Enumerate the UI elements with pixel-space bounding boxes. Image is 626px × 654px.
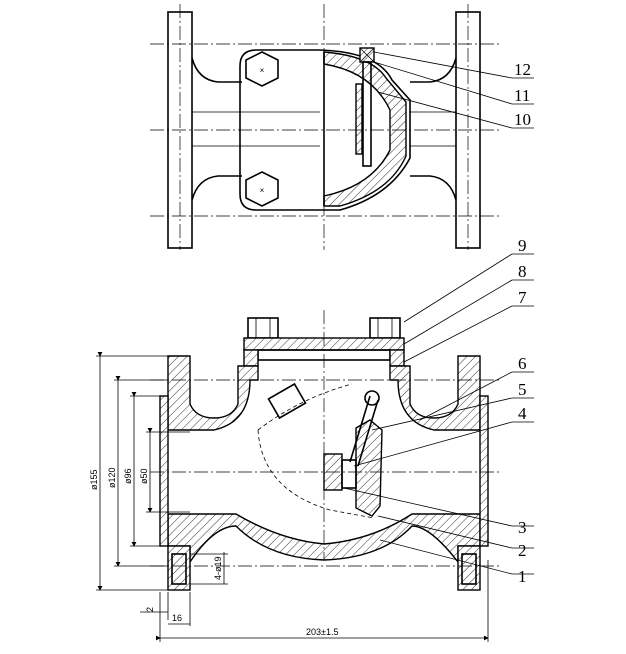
- callout-labels: 12 11 10 9 8 7 6 5 4 3 2 1: [514, 60, 531, 586]
- dim-bore: ø50: [139, 468, 149, 484]
- callout-3: 3: [518, 518, 527, 537]
- dim-raised-face: ø96: [123, 468, 133, 484]
- dim-flange-od: ø155: [89, 469, 99, 490]
- callout-2: 2: [518, 541, 527, 560]
- callout-1: 1: [518, 567, 527, 586]
- dim-flange-thickness: 16: [172, 613, 182, 623]
- callout-10: 10: [514, 110, 531, 129]
- callout-7: 7: [518, 288, 527, 307]
- svg-text:×: ×: [260, 66, 265, 75]
- callout-11: 11: [514, 86, 530, 105]
- dimension-labels: ø155 ø120 ø96 ø50 4-ø19 2 16 203±1.5: [89, 467, 338, 637]
- front-view: [96, 253, 534, 642]
- callout-6: 6: [518, 354, 527, 373]
- svg-text:×: ×: [260, 186, 265, 195]
- callout-5: 5: [518, 380, 527, 399]
- callout-4: 4: [518, 404, 527, 423]
- callout-8: 8: [518, 262, 527, 281]
- callout-12: 12: [514, 60, 531, 79]
- hex-bolt-upper: ×: [245, 51, 279, 87]
- callout-9: 9: [518, 236, 527, 255]
- dim-raised-face-height: 2: [145, 607, 155, 612]
- top-view: × ×: [150, 4, 534, 250]
- dim-bolt-holes: 4-ø19: [213, 556, 223, 580]
- dim-bolt-circle: ø120: [107, 467, 117, 488]
- hex-bolt-lower: ×: [245, 171, 279, 207]
- dim-face-to-face: 203±1.5: [306, 627, 338, 637]
